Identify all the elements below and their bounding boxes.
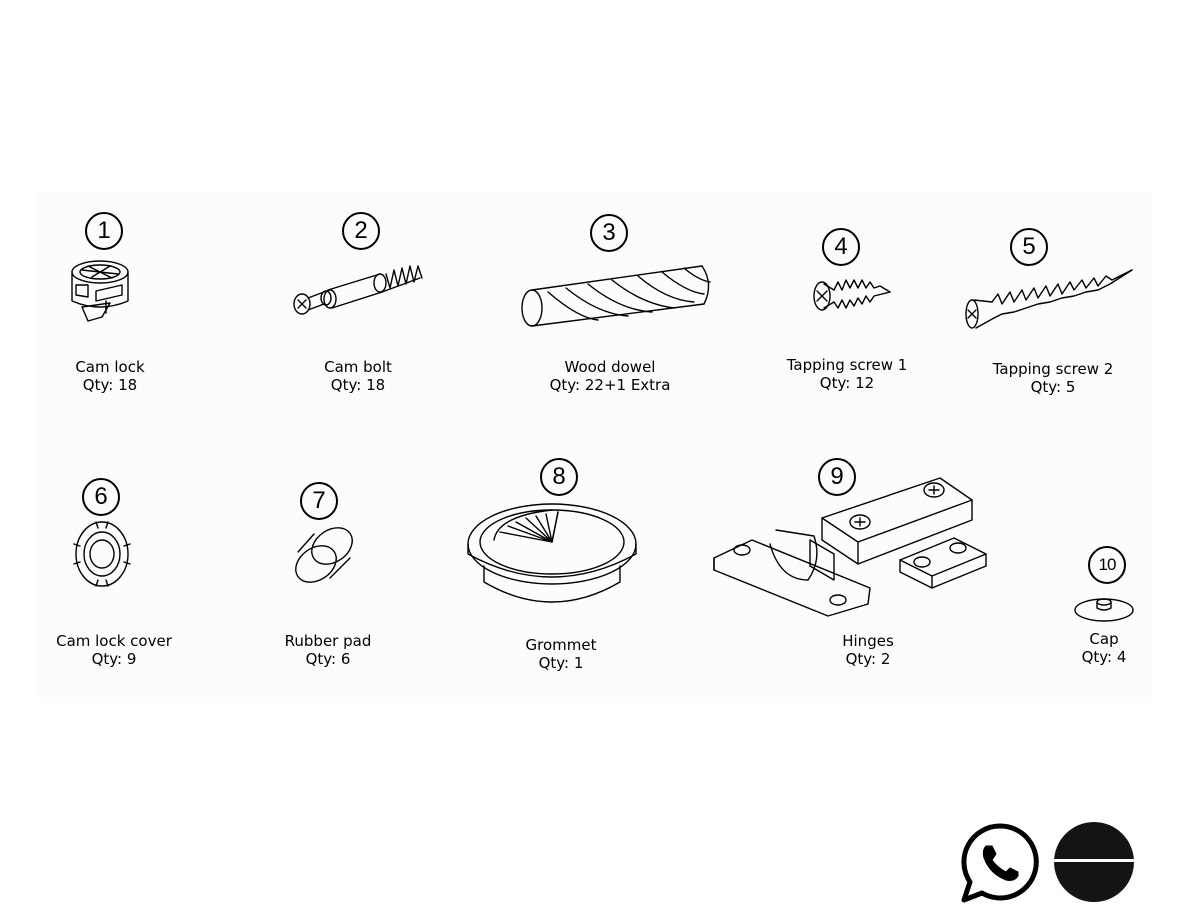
part-name: Cam lock <box>75 358 145 376</box>
part-number-1: 1 <box>85 212 123 250</box>
wood-dowel-icon <box>521 265 711 327</box>
part-qty: Qty: 6 <box>305 650 351 668</box>
brand-logo-stripe <box>1054 859 1134 862</box>
part-label-10: Cap Qty: 4 <box>1054 630 1154 666</box>
part-number-10: 10 <box>1088 546 1126 584</box>
part-qty: Qty: 18 <box>330 376 386 394</box>
part-qty: Qty: 22+1 Extra <box>549 376 671 394</box>
grommet-icon <box>467 503 637 603</box>
part-label-6: Cam lock cover Qty: 9 <box>52 632 176 668</box>
cam-lock-icon <box>71 260 129 322</box>
part-name: Hinges <box>842 632 894 650</box>
hinge-icon <box>713 477 987 617</box>
part-name: Wood dowel <box>564 358 656 376</box>
part-name: Cap <box>1089 630 1119 648</box>
part-number-3: 3 <box>590 214 628 252</box>
part-qty: Qty: 9 <box>91 650 137 668</box>
rubber-pad-icon <box>295 527 353 583</box>
cap-icon <box>1074 598 1134 622</box>
part-number-6: 6 <box>82 478 120 516</box>
part-label-8: Grommet Qty: 1 <box>508 636 614 672</box>
part-label-7: Rubber pad Qty: 6 <box>278 632 378 668</box>
tapping-screw-short-icon <box>813 279 891 311</box>
part-qty: Qty: 12 <box>819 374 875 392</box>
part-number-5: 5 <box>1010 228 1048 266</box>
part-number-7: 7 <box>300 482 338 520</box>
part-label-9: Hinges Qty: 2 <box>818 632 918 668</box>
part-label-3: Wood dowel Qty: 22+1 Extra <box>540 358 680 394</box>
part-qty: Qty: 1 <box>538 654 584 672</box>
part-name: Grommet <box>525 636 597 654</box>
part-qty: Qty: 5 <box>1030 378 1076 396</box>
brand-logo <box>1054 822 1134 902</box>
part-name: Rubber pad <box>284 632 372 650</box>
part-name: Cam lock cover <box>56 632 172 650</box>
part-qty: Qty: 18 <box>82 376 138 394</box>
part-name: Tapping screw 2 <box>992 360 1114 378</box>
part-number-8: 8 <box>540 458 578 496</box>
part-label-1: Cam lock Qty: 18 <box>60 358 160 394</box>
cam-lock-cover-icon <box>73 521 131 587</box>
part-name: Tapping screw 1 <box>786 356 908 374</box>
part-number-4: 4 <box>822 228 860 266</box>
part-label-2: Cam bolt Qty: 18 <box>308 358 408 394</box>
whatsapp-icon[interactable] <box>960 822 1040 904</box>
part-label-4: Tapping screw 1 Qty: 12 <box>778 356 916 392</box>
hardware-panel <box>36 192 1152 697</box>
part-number-2: 2 <box>342 212 380 250</box>
part-qty: Qty: 4 <box>1081 648 1127 666</box>
part-name: Cam bolt <box>324 358 392 376</box>
part-number-9: 9 <box>818 458 856 496</box>
tapping-screw-long-icon <box>965 269 1133 329</box>
cam-bolt-icon <box>293 265 423 315</box>
part-label-5: Tapping screw 2 Qty: 5 <box>980 360 1126 396</box>
part-qty: Qty: 2 <box>845 650 891 668</box>
